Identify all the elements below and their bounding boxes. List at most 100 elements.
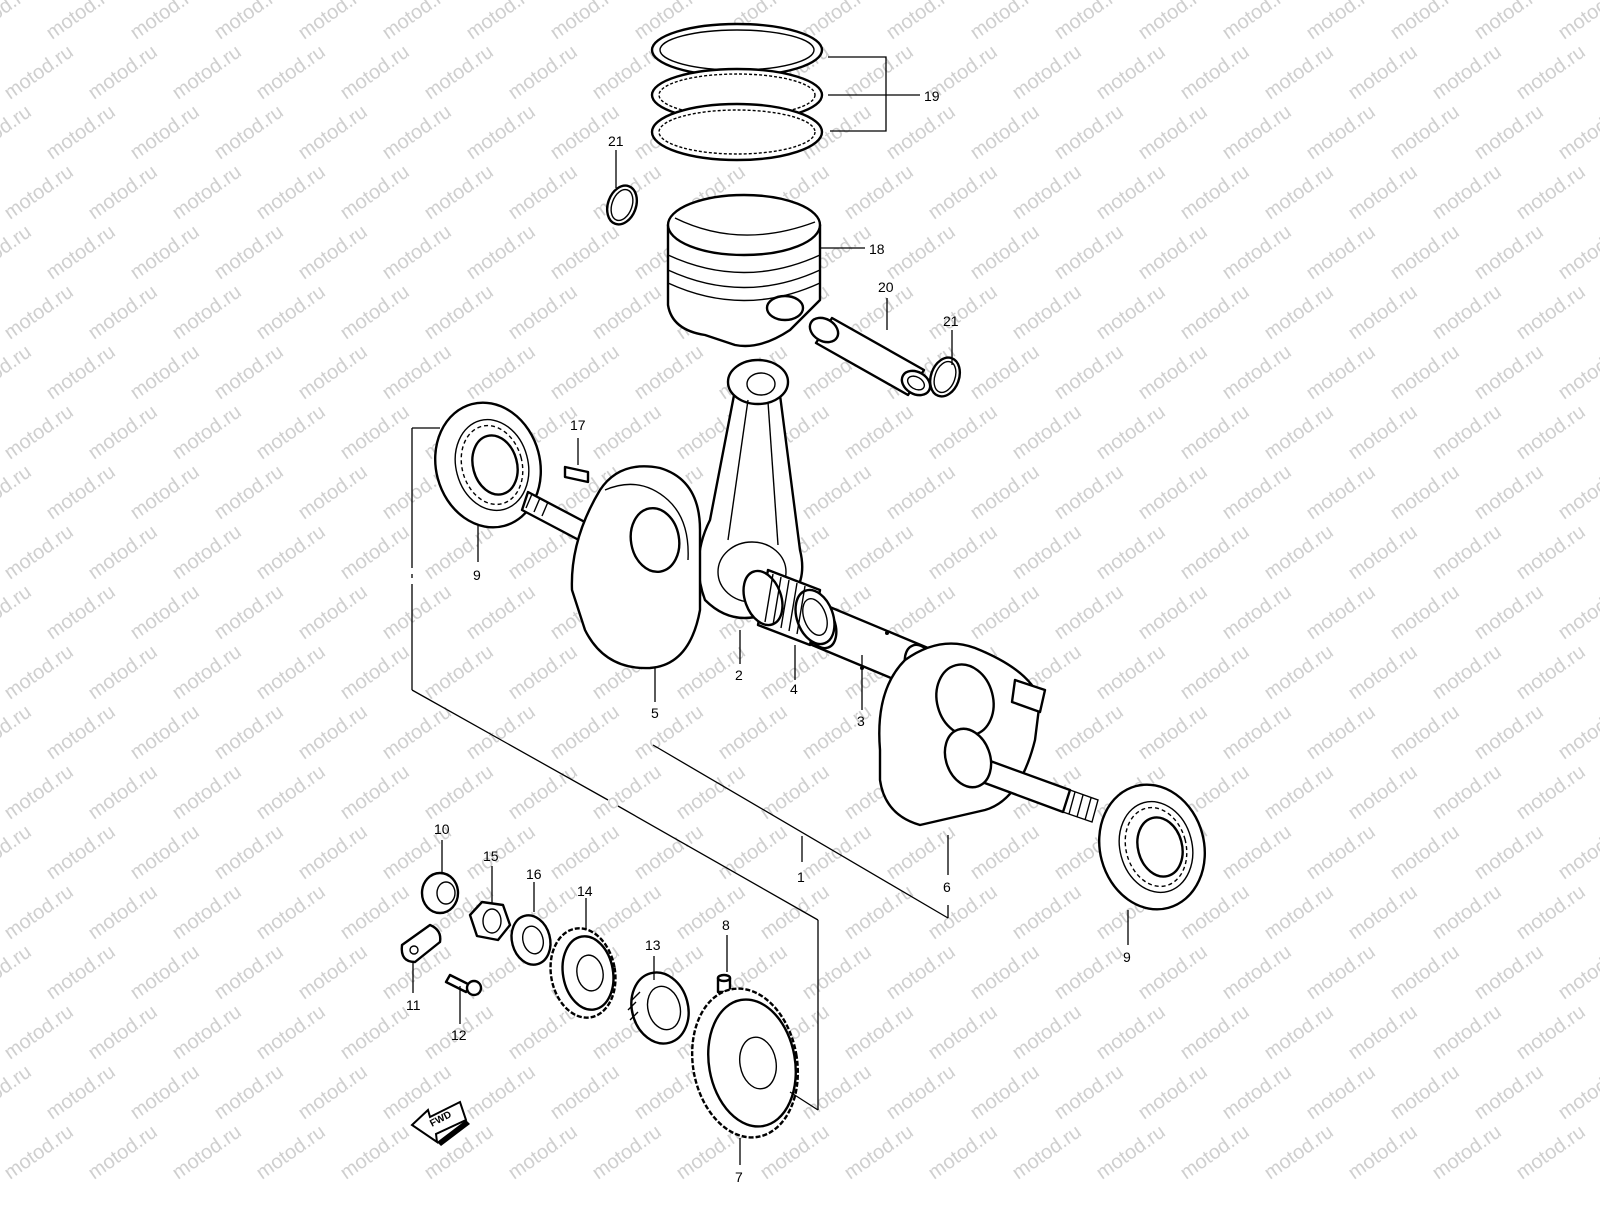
watermark-text: motod.ru: [168, 41, 245, 104]
washer-16[interactable]: [506, 911, 556, 969]
watermark-text: motod.ru: [1554, 941, 1600, 1004]
watermark-text: motod.ru: [42, 1061, 119, 1124]
watermark-text: motod.ru: [924, 521, 1001, 584]
watermark-text: motod.ru: [1386, 101, 1463, 164]
watermark-text: motod.ru: [1344, 41, 1421, 104]
watermark-text: motod.ru: [1428, 1001, 1505, 1064]
watermark-text: motod.ru: [1554, 1061, 1600, 1124]
watermark-text: motod.ru: [1386, 221, 1463, 284]
watermark-text: motod.ru: [1470, 581, 1547, 644]
bearing-13[interactable]: [624, 966, 697, 1050]
watermark-text: motod.ru: [966, 1061, 1043, 1124]
watermark-text: motod.ru: [966, 341, 1043, 404]
watermark-text: motod.ru: [378, 101, 455, 164]
circlip-right[interactable]: [925, 353, 965, 400]
piston-rings[interactable]: [650, 22, 824, 162]
forward-direction-arrow: FWD: [410, 1100, 470, 1146]
watermark-text: motod.ru: [1596, 881, 1600, 944]
watermark-text: motod.ru: [882, 941, 959, 1004]
washer-plate-11[interactable]: [400, 923, 442, 964]
watermark-text: motod.ru: [210, 461, 287, 524]
watermark-text: motod.ru: [924, 1121, 1001, 1184]
watermark-text: motod.ru: [1176, 161, 1253, 224]
watermark-text: motod.ru: [1092, 1121, 1169, 1184]
watermark-text: motod.ru: [294, 1061, 371, 1124]
watermark-text: motod.ru: [252, 761, 329, 824]
callout-21-top: 21: [608, 133, 624, 149]
connecting-rod[interactable]: [697, 358, 804, 620]
watermark-text: motod.ru: [42, 101, 119, 164]
watermark-text: motod.ru: [1428, 41, 1505, 104]
watermark-text: motod.ru: [1554, 341, 1600, 404]
watermark-text: motod.ru: [252, 281, 329, 344]
main-bearing-left[interactable]: [421, 391, 554, 540]
watermark-text: motod.ru: [1470, 221, 1547, 284]
woodruff-key[interactable]: [563, 465, 590, 484]
circlip-top[interactable]: [602, 181, 642, 228]
needle-bearing[interactable]: [737, 566, 842, 650]
watermark-text: motod.ru: [1260, 161, 1337, 224]
watermark-text: motod.ru: [0, 521, 77, 584]
watermark-text: motod.ru: [1134, 941, 1211, 1004]
callout-leaders: [412, 56, 1129, 1165]
crank-web-left[interactable]: [520, 465, 702, 670]
watermark-text: motod.ru: [504, 1121, 581, 1184]
watermark-text: motod.ru: [336, 641, 413, 704]
nut-15[interactable]: [468, 900, 512, 942]
watermark-text: motod.ru: [420, 761, 497, 824]
watermark-text: motod.ru: [1134, 461, 1211, 524]
piston-pin[interactable]: [806, 313, 935, 400]
watermark-text: motod.ru: [1092, 161, 1169, 224]
watermark-text: motod.ru: [336, 881, 413, 944]
watermark-text: motod.ru: [1470, 701, 1547, 764]
callout-6: 6: [943, 879, 951, 895]
watermark-text: motod.ru: [1050, 941, 1127, 1004]
crank-web-right[interactable]: [878, 642, 1099, 827]
watermark-text: motod.ru: [336, 401, 413, 464]
watermark-text: motod.ru: [84, 521, 161, 584]
watermark-text: motod.ru: [1386, 341, 1463, 404]
watermark-text: motod.ru: [1470, 941, 1547, 1004]
watermark-text: motod.ru: [1512, 641, 1589, 704]
watermark-text: motod.ru: [1512, 41, 1589, 104]
watermark-text: motod.ru: [42, 0, 119, 44]
watermark-text: motod.ru: [1554, 581, 1600, 644]
watermark-text: motod.ru: [882, 221, 959, 284]
main-bearing-right[interactable]: [1085, 773, 1218, 922]
watermark-text: motod.ru: [1428, 521, 1505, 584]
watermark-text: motod.ru: [546, 1061, 623, 1124]
watermark-text: motod.ru: [462, 101, 539, 164]
callout-7: 7: [735, 1169, 743, 1185]
watermark-text: motod.ru: [1512, 161, 1589, 224]
watermark-text: motod.ru: [1512, 521, 1589, 584]
watermark-text: motod.ru: [1008, 161, 1085, 224]
watermark-text: motod.ru: [966, 581, 1043, 644]
watermark-text: motod.ru: [210, 701, 287, 764]
watermark-text: motod.ru: [1344, 1121, 1421, 1184]
watermark-text: motod.ru: [294, 701, 371, 764]
watermark-text: motod.ru: [336, 161, 413, 224]
callout-1: 1: [797, 869, 805, 885]
watermark-text: motod.ru: [0, 401, 77, 464]
dowel-pin-8[interactable]: [716, 973, 732, 994]
watermark-text: motod.ru: [378, 341, 455, 404]
watermark-text: motod.ru: [0, 1121, 77, 1184]
gear-14[interactable]: [544, 923, 623, 1023]
watermark-text: motod.ru: [1050, 0, 1127, 44]
watermark-text: motod.ru: [1176, 641, 1253, 704]
watermark-text: motod.ru: [1176, 521, 1253, 584]
watermark-text: motod.ru: [1134, 0, 1211, 44]
watermark-text: motod.ru: [1596, 1121, 1600, 1184]
piston[interactable]: [666, 193, 822, 348]
watermark-text: motod.ru: [714, 701, 791, 764]
watermark-text: motod.ru: [1008, 1121, 1085, 1184]
watermark-text: motod.ru: [252, 401, 329, 464]
watermark-text: motod.ru: [1092, 401, 1169, 464]
watermark-text: motod.ru: [1008, 401, 1085, 464]
watermark-text: motod.ru: [1428, 881, 1505, 944]
watermark-text: motod.ru: [1344, 521, 1421, 584]
nut-10[interactable]: [420, 871, 460, 915]
screw-12[interactable]: [444, 973, 483, 997]
watermark-text: motod.ru: [840, 521, 917, 584]
gear-7[interactable]: [681, 980, 809, 1146]
